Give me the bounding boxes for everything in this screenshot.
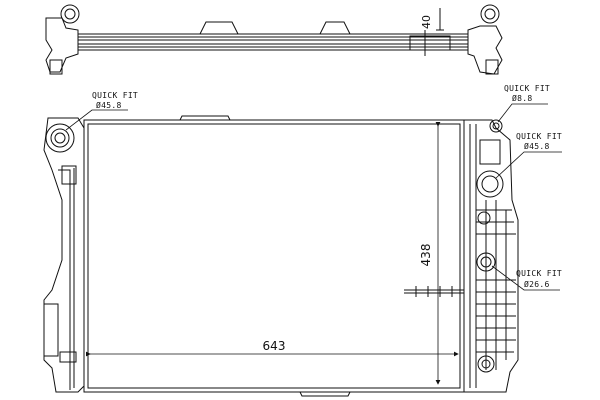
dim-width: 643 — [263, 339, 286, 353]
callout-4-label: QUICK FIT — [516, 269, 562, 278]
callout-3-value: Ø45.8 — [524, 141, 550, 151]
top-view — [45, 4, 503, 75]
callout-4-value: Ø26.6 — [524, 279, 550, 289]
callout-2-label: QUICK FIT — [504, 84, 550, 93]
dim-height: 438 — [419, 244, 433, 267]
front-view — [43, 115, 519, 397]
callout-1-label: QUICK FIT — [92, 91, 138, 100]
callout-1-value: Ø45.8 — [96, 100, 122, 110]
dim-thickness: 40 — [420, 15, 433, 29]
callout-right-upper-fitting — [495, 151, 562, 179]
callout-bleed-fitting — [497, 103, 548, 123]
callout-2-value: Ø8.8 — [512, 93, 532, 103]
callout-right-lower-fitting — [491, 265, 560, 291]
callout-3-label: QUICK FIT — [516, 132, 562, 141]
callout-left-fitting — [65, 109, 128, 131]
tank-ribs — [476, 200, 516, 370]
